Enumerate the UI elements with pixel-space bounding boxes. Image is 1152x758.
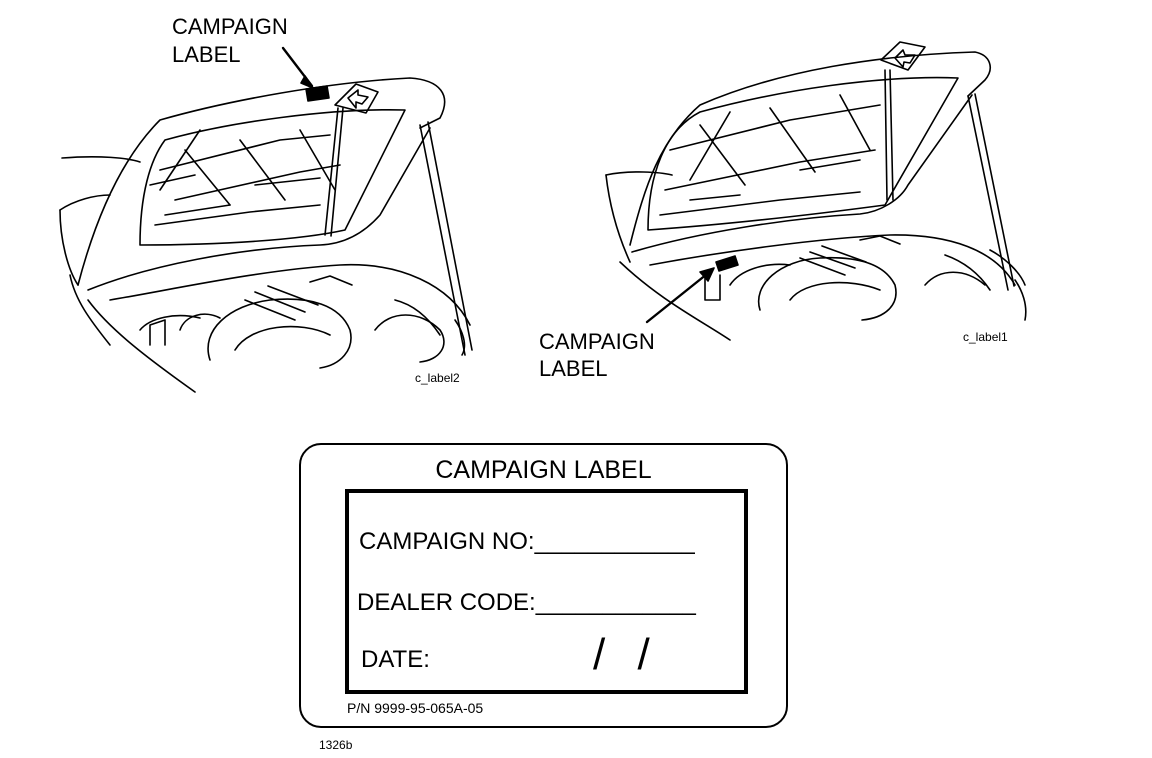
campaign-label-card: CAMPAIGN LABEL CAMPAIGN NO:____________ …	[299, 443, 788, 728]
card-field-box: CAMPAIGN NO:____________ DEALER CODE:___…	[345, 489, 748, 694]
left-vehicle-drawing	[59, 46, 473, 393]
right-callout-line1: CAMPAIGN	[539, 329, 655, 354]
campaign-no-field: CAMPAIGN NO:____________	[359, 528, 695, 555]
part-number: P/N 9999-95-065A-05	[347, 700, 484, 716]
date-label: DATE:	[361, 646, 430, 673]
card-title: CAMPAIGN LABEL	[435, 456, 652, 484]
left-callout-line2: LABEL	[172, 42, 241, 67]
left-figure-id: c_label2	[415, 371, 460, 385]
right-callout-line2: LABEL	[539, 356, 608, 381]
figure-code: 1326b	[319, 738, 353, 752]
date-slashes: / /	[593, 630, 660, 679]
left-callout-line1: CAMPAIGN	[172, 14, 288, 39]
right-figure-id: c_label1	[963, 330, 1008, 344]
right-vehicle-drawing	[605, 41, 1027, 341]
dealer-code-field: DEALER CODE:____________	[357, 589, 696, 616]
